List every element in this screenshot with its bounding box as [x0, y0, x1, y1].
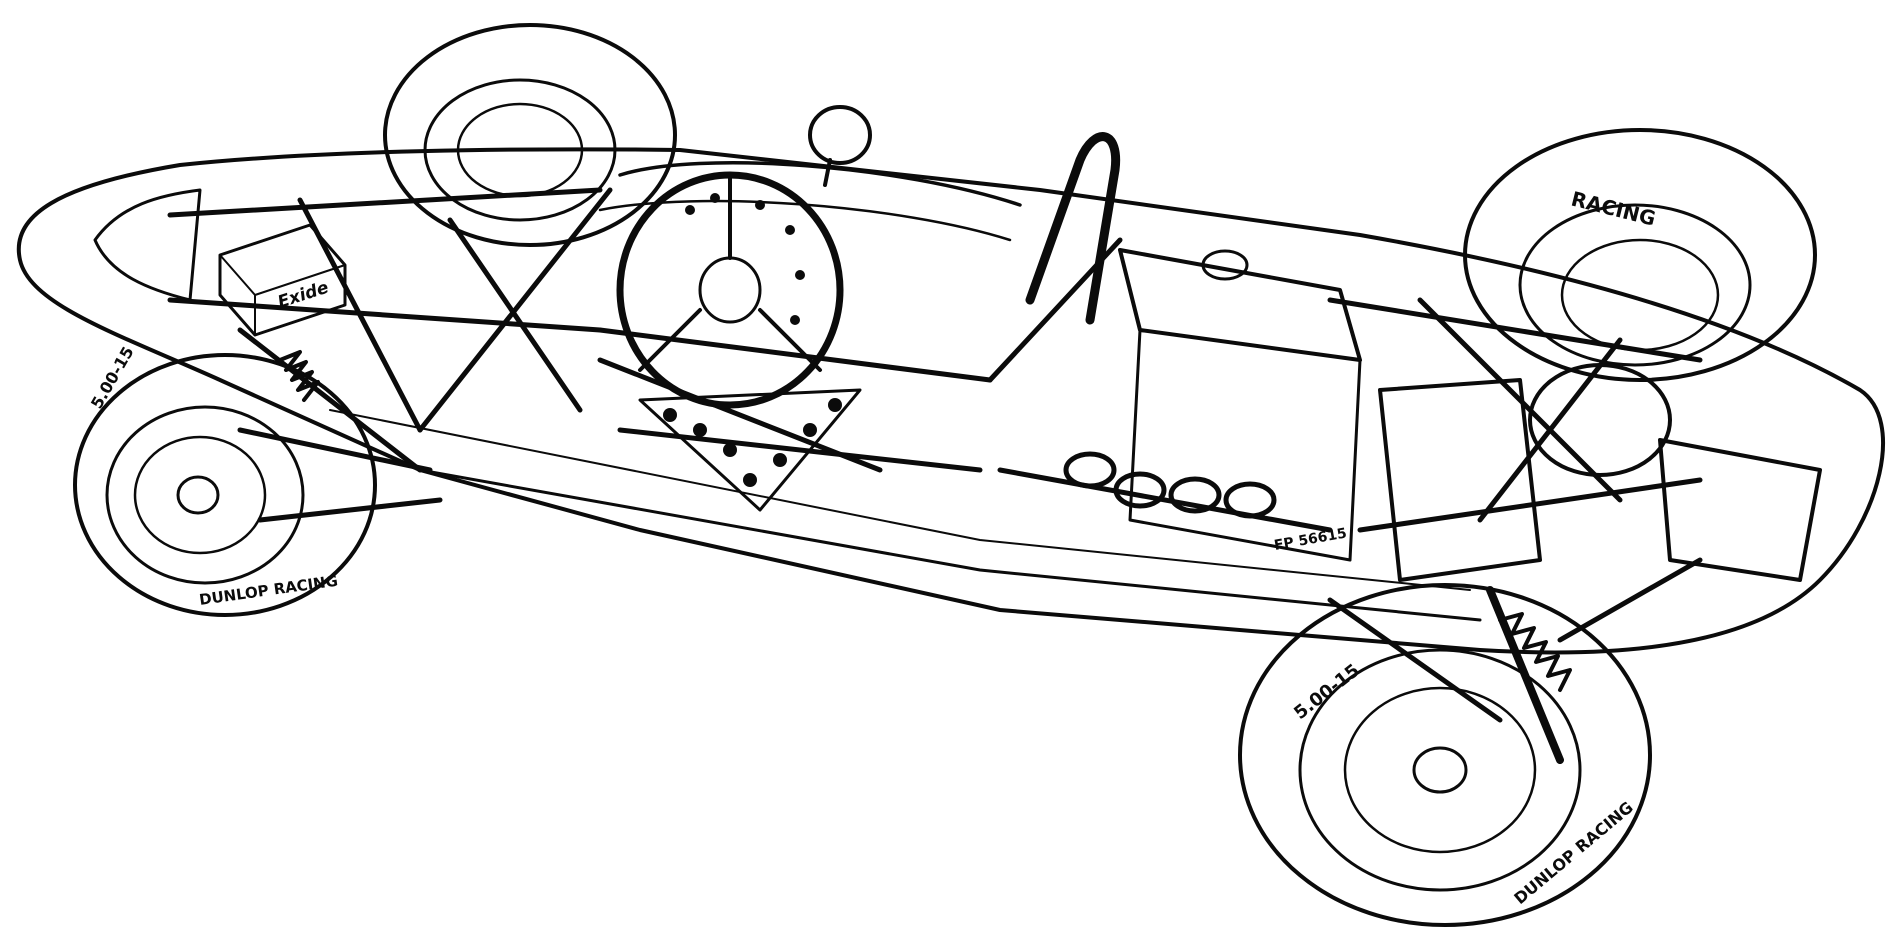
gearbox — [1378, 363, 1822, 582]
rear-front-right-wheel: 5.00-15 DUNLOP RACING — [1238, 583, 1652, 927]
roll-bar — [1025, 132, 1121, 325]
mirror — [808, 105, 872, 187]
space-frame — [167, 187, 1703, 533]
rear-right-tyre-size: 5.00-15 — [1290, 660, 1364, 724]
battery: Exide — [218, 223, 347, 337]
car-body — [16, 147, 1885, 655]
rear-damper — [1486, 586, 1572, 764]
perforated-bulkhead — [638, 388, 862, 512]
rear-right-tyre-brand: DUNLOP RACING — [1510, 798, 1636, 908]
engine-number-label: FP 56615 — [1273, 525, 1348, 554]
steering-wheel — [616, 171, 844, 409]
suspension-arms — [237, 427, 1703, 723]
rear-left-wheel — [383, 23, 677, 247]
rear-tyre-label: RACING — [1569, 187, 1658, 231]
front-left-tyre-brand: DUNLOP RACING — [198, 572, 339, 609]
front-spring — [278, 350, 320, 402]
engine: FP 56615 — [1063, 248, 1362, 562]
